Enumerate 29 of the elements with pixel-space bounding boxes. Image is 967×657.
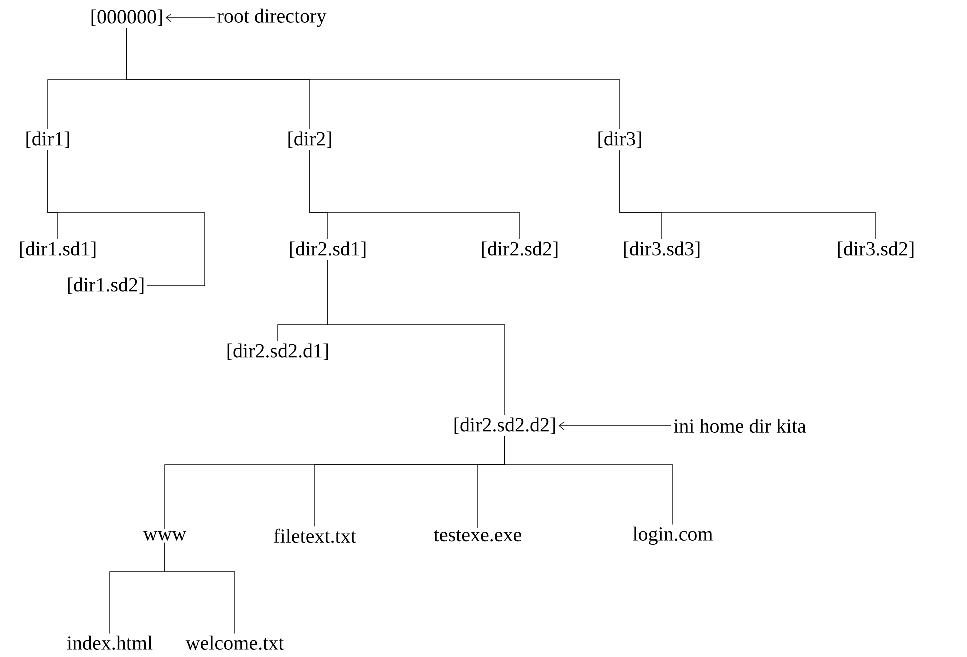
tree-line	[620, 150, 876, 240]
tree-node-label: [dir2.sd1]	[290, 242, 366, 258]
tree-node-label: [dir1]	[26, 132, 70, 148]
tree-node-label: [dir1.sd2]	[68, 278, 144, 294]
tree-node-label: [dir2.sd2.d2]	[454, 418, 556, 434]
tree-line	[164, 542, 236, 634]
arrow	[166, 14, 216, 22]
annotation-text: root directory	[218, 8, 327, 28]
tree-line	[310, 150, 520, 240]
tree-node-label: [dir3.sd2]	[838, 242, 914, 258]
tree-node-label: index.html	[67, 636, 153, 650]
tree-node-label: [dir1.sd1]	[20, 242, 96, 258]
tree-node-label: www	[143, 531, 187, 541]
tree-node-label: [dir2]	[288, 132, 332, 148]
tree-node-label: welcome.txt	[186, 636, 284, 650]
tree-node-label: [dir2.sd2]	[482, 242, 558, 258]
tree-node-label: [dir2.sd2.d1]	[228, 344, 328, 360]
tree-node-label: [dir3]	[598, 132, 642, 148]
tree-line	[328, 260, 506, 416]
tree-node-label: testexe.exe	[434, 530, 522, 542]
tree-line	[504, 436, 674, 526]
annotation-text: ini home dir kita	[674, 418, 806, 434]
tree-node-label: login.com	[633, 526, 713, 546]
arrow	[558, 422, 672, 430]
tree-node-label: filetext.txt	[274, 528, 356, 544]
tree-line	[48, 150, 206, 286]
tree-node-label: [000000]	[92, 10, 162, 26]
tree-line	[126, 28, 620, 130]
tree-node-label: [dir3.sd3]	[624, 242, 700, 258]
